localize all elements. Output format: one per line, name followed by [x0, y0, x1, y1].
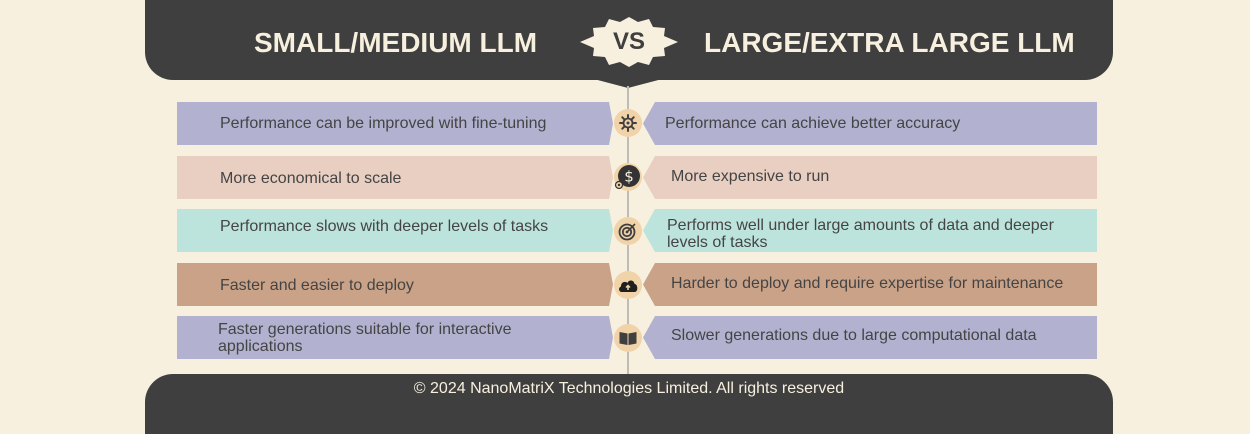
right-row-bar-5	[643, 316, 1097, 359]
header-notch	[590, 78, 666, 88]
right-row-bar-2	[643, 156, 1097, 199]
left-row-text-3: Performance slows with deeper levels of …	[220, 218, 549, 235]
right-row-text-3: Performs well under large amounts of dat…	[667, 216, 1054, 251]
left-row-text-2: More economical to scale	[220, 170, 402, 187]
left-row-text-5: Faster generations suitable for interact…	[218, 320, 512, 355]
right-row-text-2: More expensive to run	[671, 168, 830, 185]
right-row-text-5: Slower generations due to large computat…	[671, 327, 1037, 344]
copyright-text: © 2024 NanoMatriX Technologies Limited. …	[413, 380, 845, 397]
dollar-coin-icon: $	[614, 163, 642, 191]
left-title: SMALL/MEDIUM LLM	[254, 27, 538, 58]
left-row-bar-3	[177, 209, 613, 252]
target-icon	[614, 217, 642, 245]
left-row-bar-2	[177, 156, 613, 199]
svg-text:$: $	[624, 168, 634, 186]
right-row-bar-4	[643, 263, 1097, 306]
open-book-icon	[614, 324, 642, 352]
left-row-text-4: Faster and easier to deploy	[220, 277, 414, 294]
right-title: LARGE/EXTRA LARGE LLM	[704, 27, 1075, 58]
right-row-text-4: Harder to deploy and require expertise f…	[671, 275, 1064, 292]
settings-gear-icon	[614, 109, 642, 137]
right-row-bar-3	[643, 209, 1097, 252]
left-row-text-1: Performance can be improved with fine-tu…	[220, 115, 547, 132]
left-row-bar-4	[177, 263, 613, 306]
right-row-bar-1	[643, 102, 1097, 145]
vs-badge-icon	[580, 17, 678, 67]
left-row-bar-5	[177, 316, 613, 359]
vs-label: VS	[612, 28, 645, 55]
right-row-text-1: Performance can achieve better accuracy	[665, 115, 961, 132]
cloud-upload-icon	[614, 271, 642, 299]
left-row-bar-1	[177, 102, 613, 145]
